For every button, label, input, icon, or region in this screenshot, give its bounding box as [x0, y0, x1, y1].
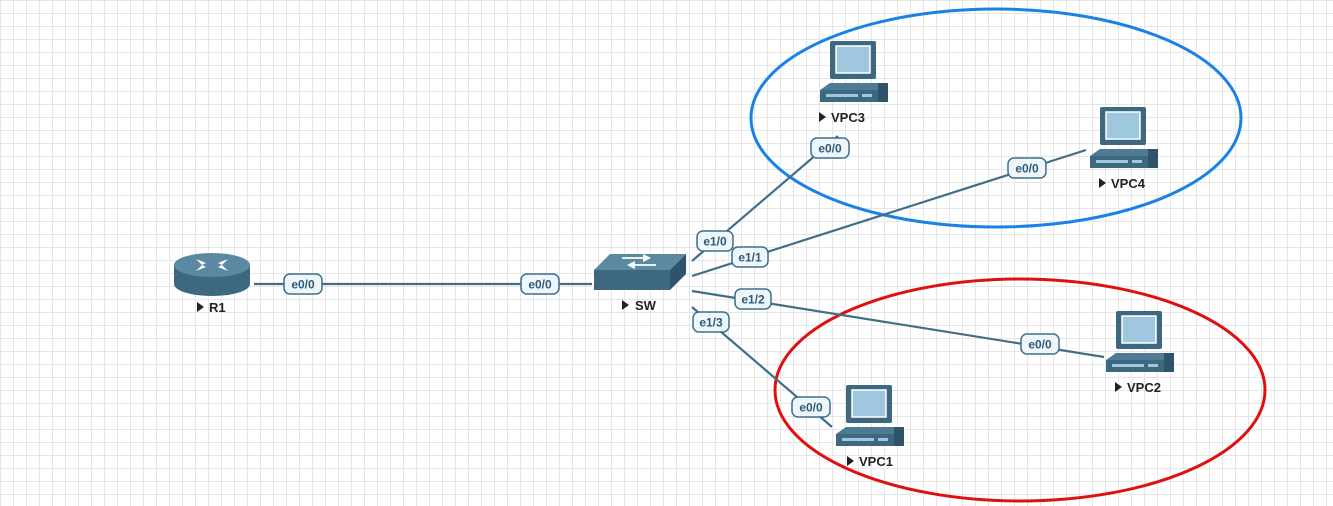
- port-label-vpc1-e0-0: e0/0: [791, 396, 831, 418]
- pc-icon: [1105, 310, 1175, 373]
- node-vpc3[interactable]: VPC3: [819, 40, 889, 125]
- play-icon: [1115, 382, 1122, 392]
- svg-text:e1/2: e1/2: [741, 293, 765, 307]
- port-label-sw-e1-0: e1/0: [696, 230, 734, 252]
- play-icon: [622, 300, 629, 310]
- play-icon: [847, 456, 854, 466]
- switch-icon: [593, 253, 687, 291]
- svg-text:e0/0: e0/0: [291, 278, 315, 292]
- svg-text:e0/0: e0/0: [528, 278, 552, 292]
- node-label-vpc4: VPC4: [1111, 176, 1146, 191]
- red-group-ellipse: [773, 277, 1267, 503]
- svg-text:e0/0: e0/0: [799, 401, 823, 415]
- node-label-vpc2: VPC2: [1127, 380, 1161, 395]
- port-label-vpc2-e0-0: e0/0: [1020, 333, 1060, 355]
- port-label-sw-e1-3: e1/3: [692, 311, 730, 333]
- node-sw[interactable]: SW: [593, 253, 687, 313]
- port-label-sw-e0-0: e0/0: [520, 273, 560, 295]
- node-label-sw: SW: [635, 298, 657, 313]
- svg-text:e1/1: e1/1: [738, 251, 762, 265]
- blue-group-ellipse: [749, 7, 1243, 229]
- node-vpc1[interactable]: VPC1: [835, 384, 905, 469]
- node-label-r1: R1: [209, 300, 226, 315]
- port-label-sw-e1-1: e1/1: [731, 246, 769, 268]
- svg-text:e0/0: e0/0: [818, 142, 842, 156]
- pc-icon: [819, 40, 889, 103]
- pc-icon: [1089, 106, 1159, 169]
- svg-text:e1/3: e1/3: [699, 316, 723, 330]
- node-vpc2[interactable]: VPC2: [1105, 310, 1175, 395]
- port-label-vpc3-e0-0: e0/0: [810, 137, 850, 159]
- play-icon: [819, 112, 826, 122]
- play-icon: [1099, 178, 1106, 188]
- node-label-vpc3: VPC3: [831, 110, 865, 125]
- port-label-vpc4-e0-0: e0/0: [1007, 157, 1047, 179]
- port-label-r1-e0-0: e0/0: [283, 273, 323, 295]
- play-icon: [197, 302, 204, 312]
- svg-text:e1/0: e1/0: [703, 235, 727, 249]
- pc-icon: [835, 384, 905, 447]
- node-vpc4[interactable]: VPC4: [1089, 106, 1159, 191]
- port-label-sw-e1-2: e1/2: [734, 288, 772, 310]
- node-r1[interactable]: R1: [174, 253, 250, 315]
- svg-text:e0/0: e0/0: [1028, 338, 1052, 352]
- svg-text:e0/0: e0/0: [1015, 162, 1039, 176]
- node-label-vpc1: VPC1: [859, 454, 893, 469]
- router-icon: [174, 253, 250, 296]
